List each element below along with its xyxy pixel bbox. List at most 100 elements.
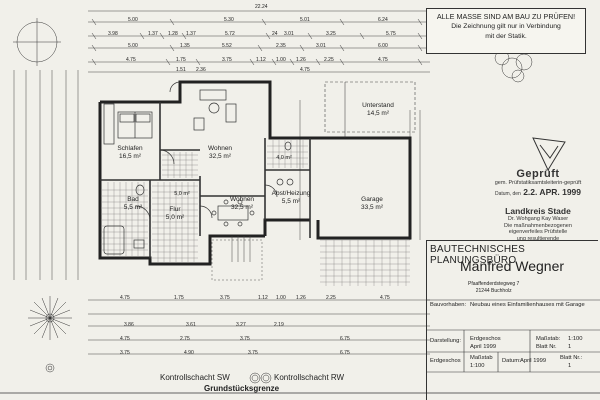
dim-r4b-2: 2.36: [196, 67, 206, 73]
dim-r3-6: 6.00: [378, 43, 388, 49]
room-garage: Garage 33,5 m²: [350, 196, 394, 212]
stamp-date: 2.2. APR. 1999: [523, 187, 582, 197]
dim-b4-2: 4.90: [184, 350, 194, 356]
dim-b1-6: 1.26: [296, 295, 306, 301]
dim-top-3: 5.01: [300, 17, 310, 23]
dim-r2-2: 1.37: [148, 31, 158, 37]
room-name: Bad: [127, 196, 139, 203]
room-name: Flur: [169, 206, 181, 213]
room-area: 32,5 m²: [208, 153, 232, 160]
dim-r3-4: 2.35: [276, 43, 286, 49]
room-name: Garage: [361, 196, 383, 203]
dim-overall: 22.24: [255, 4, 268, 10]
dim-b4-1: 3.75: [120, 350, 130, 356]
room-name: Schlafen: [117, 145, 143, 152]
dim-r4-6: 1.26: [296, 57, 306, 63]
room-abst-heizung: Abst/Heizung 5,5 m²: [266, 190, 316, 206]
dim-b1-4: 1.12: [258, 295, 268, 301]
dim-b3-4: 6.75: [340, 336, 350, 342]
room-name: Unterstand: [362, 102, 394, 109]
bauvorhaben-value: Neubau eines Einfamilienhauses mit Garag…: [470, 302, 585, 308]
dim-r4-7: 2.25: [324, 57, 334, 63]
room-wohnen-bottom: Wohnen 32,5 m²: [220, 196, 264, 212]
dim-b1-1: 4.75: [120, 295, 130, 301]
dim-top-2: 5.30: [224, 17, 234, 23]
stamp-date-label: Datum, den: [494, 191, 521, 197]
room-area: 5,5 m²: [281, 198, 301, 205]
dim-r4-8: 4.75: [378, 57, 388, 63]
dim-b3-2: 2.75: [180, 336, 190, 342]
stamp-landkreis: Landkreis Stade: [505, 206, 571, 216]
room-area: 16,5 m²: [118, 153, 142, 160]
note-line-1: ALLE MASSE SIND AM BAU ZU PRÜFEN!: [436, 12, 576, 21]
dim-r3-3: 5.52: [222, 43, 232, 49]
dim-b1-2: 1.75: [174, 295, 184, 301]
grundstuecksgrenze-label: Grundstücksgrenze: [204, 384, 280, 393]
blatt-label: Blatt Nr.: [536, 344, 557, 350]
dim-r4-4: 1.12: [256, 57, 266, 63]
room-area: 32,5 m²: [230, 204, 254, 211]
note-line-3: mit der Statik.: [485, 33, 527, 40]
room-area: 5,0 m²: [165, 214, 185, 221]
landkreis-stamp: Landkreis Stade Dr. Wohgang Kay Waser Di…: [478, 206, 598, 242]
dim-r2-9: 5.75: [386, 31, 396, 37]
dim-r2-3: 1.28: [168, 31, 178, 37]
room-area: 33,5 m²: [360, 204, 384, 211]
room-wc-area: 4,0 m²: [276, 155, 292, 161]
datum-row-value: April 1999: [470, 344, 497, 350]
darstellung-value: Erdgeschos: [470, 336, 501, 342]
dim-b4-4: 6.75: [340, 350, 350, 356]
stamp-pruefstatik: gem. Prüfstatiksamtsleiterin-geprüft: [494, 180, 582, 186]
room-area: 5,5 m²: [123, 204, 143, 211]
darstellung-label: Darstellung:: [430, 338, 461, 344]
room-name: Wohnen: [207, 145, 233, 152]
stamp-person: Dr. Wohgang Kay Waser: [507, 216, 569, 222]
firm-address: Pfaaffenderdstegweg 7 21244 Buchholz: [468, 281, 519, 294]
dim-r3-1: 5.00: [128, 43, 138, 49]
massstab2-label: Maßstab: [470, 355, 493, 361]
dim-r2-1: 3.98: [108, 31, 118, 37]
dim-b4-3: 3.75: [248, 350, 258, 356]
dim-b3-3: 3.75: [240, 336, 250, 342]
dim-b3-1: 4.75: [120, 336, 130, 342]
dim-b2-4: 2.19: [274, 322, 284, 328]
dim-b1-8: 4.75: [380, 295, 390, 301]
note-line-2: Die Zeichnung gilt nur in Verbindung: [451, 23, 561, 30]
stamp-sub1: Die maßnahmenbezogenen: [504, 222, 572, 229]
room-area: 14,5 m²: [366, 110, 390, 117]
dim-r2-5: 5.72: [225, 31, 235, 37]
title-block: [426, 240, 598, 400]
dim-r2-7: 3.01: [284, 31, 294, 37]
datum-value: April 1999: [520, 358, 547, 364]
room-schlafen: Schlafen 16,5 m²: [110, 145, 150, 161]
dim-r4-1: 4.75: [126, 57, 136, 63]
dim-r2-4: 1.37: [186, 31, 196, 37]
massstab2-value: 1:100: [470, 363, 485, 369]
address-line-1: Pfaaffenderdstegweg 7: [468, 281, 520, 287]
dim-r2-6: 24: [272, 31, 278, 37]
blatt2-label: Blatt Nr.:: [560, 355, 583, 361]
dim-top-4: 6.24: [378, 17, 388, 23]
massstab-label: Maßstab:: [536, 336, 561, 342]
room-unterstand: Unterstand 14,5 m²: [355, 102, 401, 118]
stamp-geprueft: Geprüft: [516, 168, 560, 180]
architect-name: Manfred Wegner: [460, 258, 565, 274]
room-name: Wohnen: [229, 196, 255, 203]
dim-r4b-3: 4.75: [300, 67, 310, 73]
stamp-sub3: ung resultierende: [516, 235, 560, 242]
dim-b1-7: 2.25: [326, 295, 336, 301]
kontrollschacht-sw-label: Kontrollschacht SW: [160, 373, 230, 382]
dim-b2-3: 3.27: [236, 322, 246, 328]
approval-stamp: Geprüft gem. Prüfstatiksamtsleiterin-gep…: [478, 168, 598, 197]
dim-r3-2: 1.35: [180, 43, 190, 49]
dim-r4-5: 1.00: [276, 57, 286, 63]
room-wohnen-top: Wohnen 32,5 m²: [198, 145, 242, 161]
construction-note-box: ALLE MASSE SIND AM BAU ZU PRÜFEN! Die Ze…: [426, 8, 586, 54]
stamp-sub2: eigenverfeiles Prüfstelle: [508, 229, 568, 235]
massstab-value: 1:100: [568, 336, 583, 342]
erdgeschoss-label: Erdgeschos: [430, 358, 461, 364]
kontrollschacht-rw-label: Kontrollschacht RW: [274, 373, 345, 382]
room-bad: Bad 5,5 m²: [116, 196, 150, 212]
dim-r4-2: 1.75: [176, 57, 186, 63]
firm-name: BAUTECHNISCHES PLANUNGSBÜRO: [430, 244, 526, 266]
